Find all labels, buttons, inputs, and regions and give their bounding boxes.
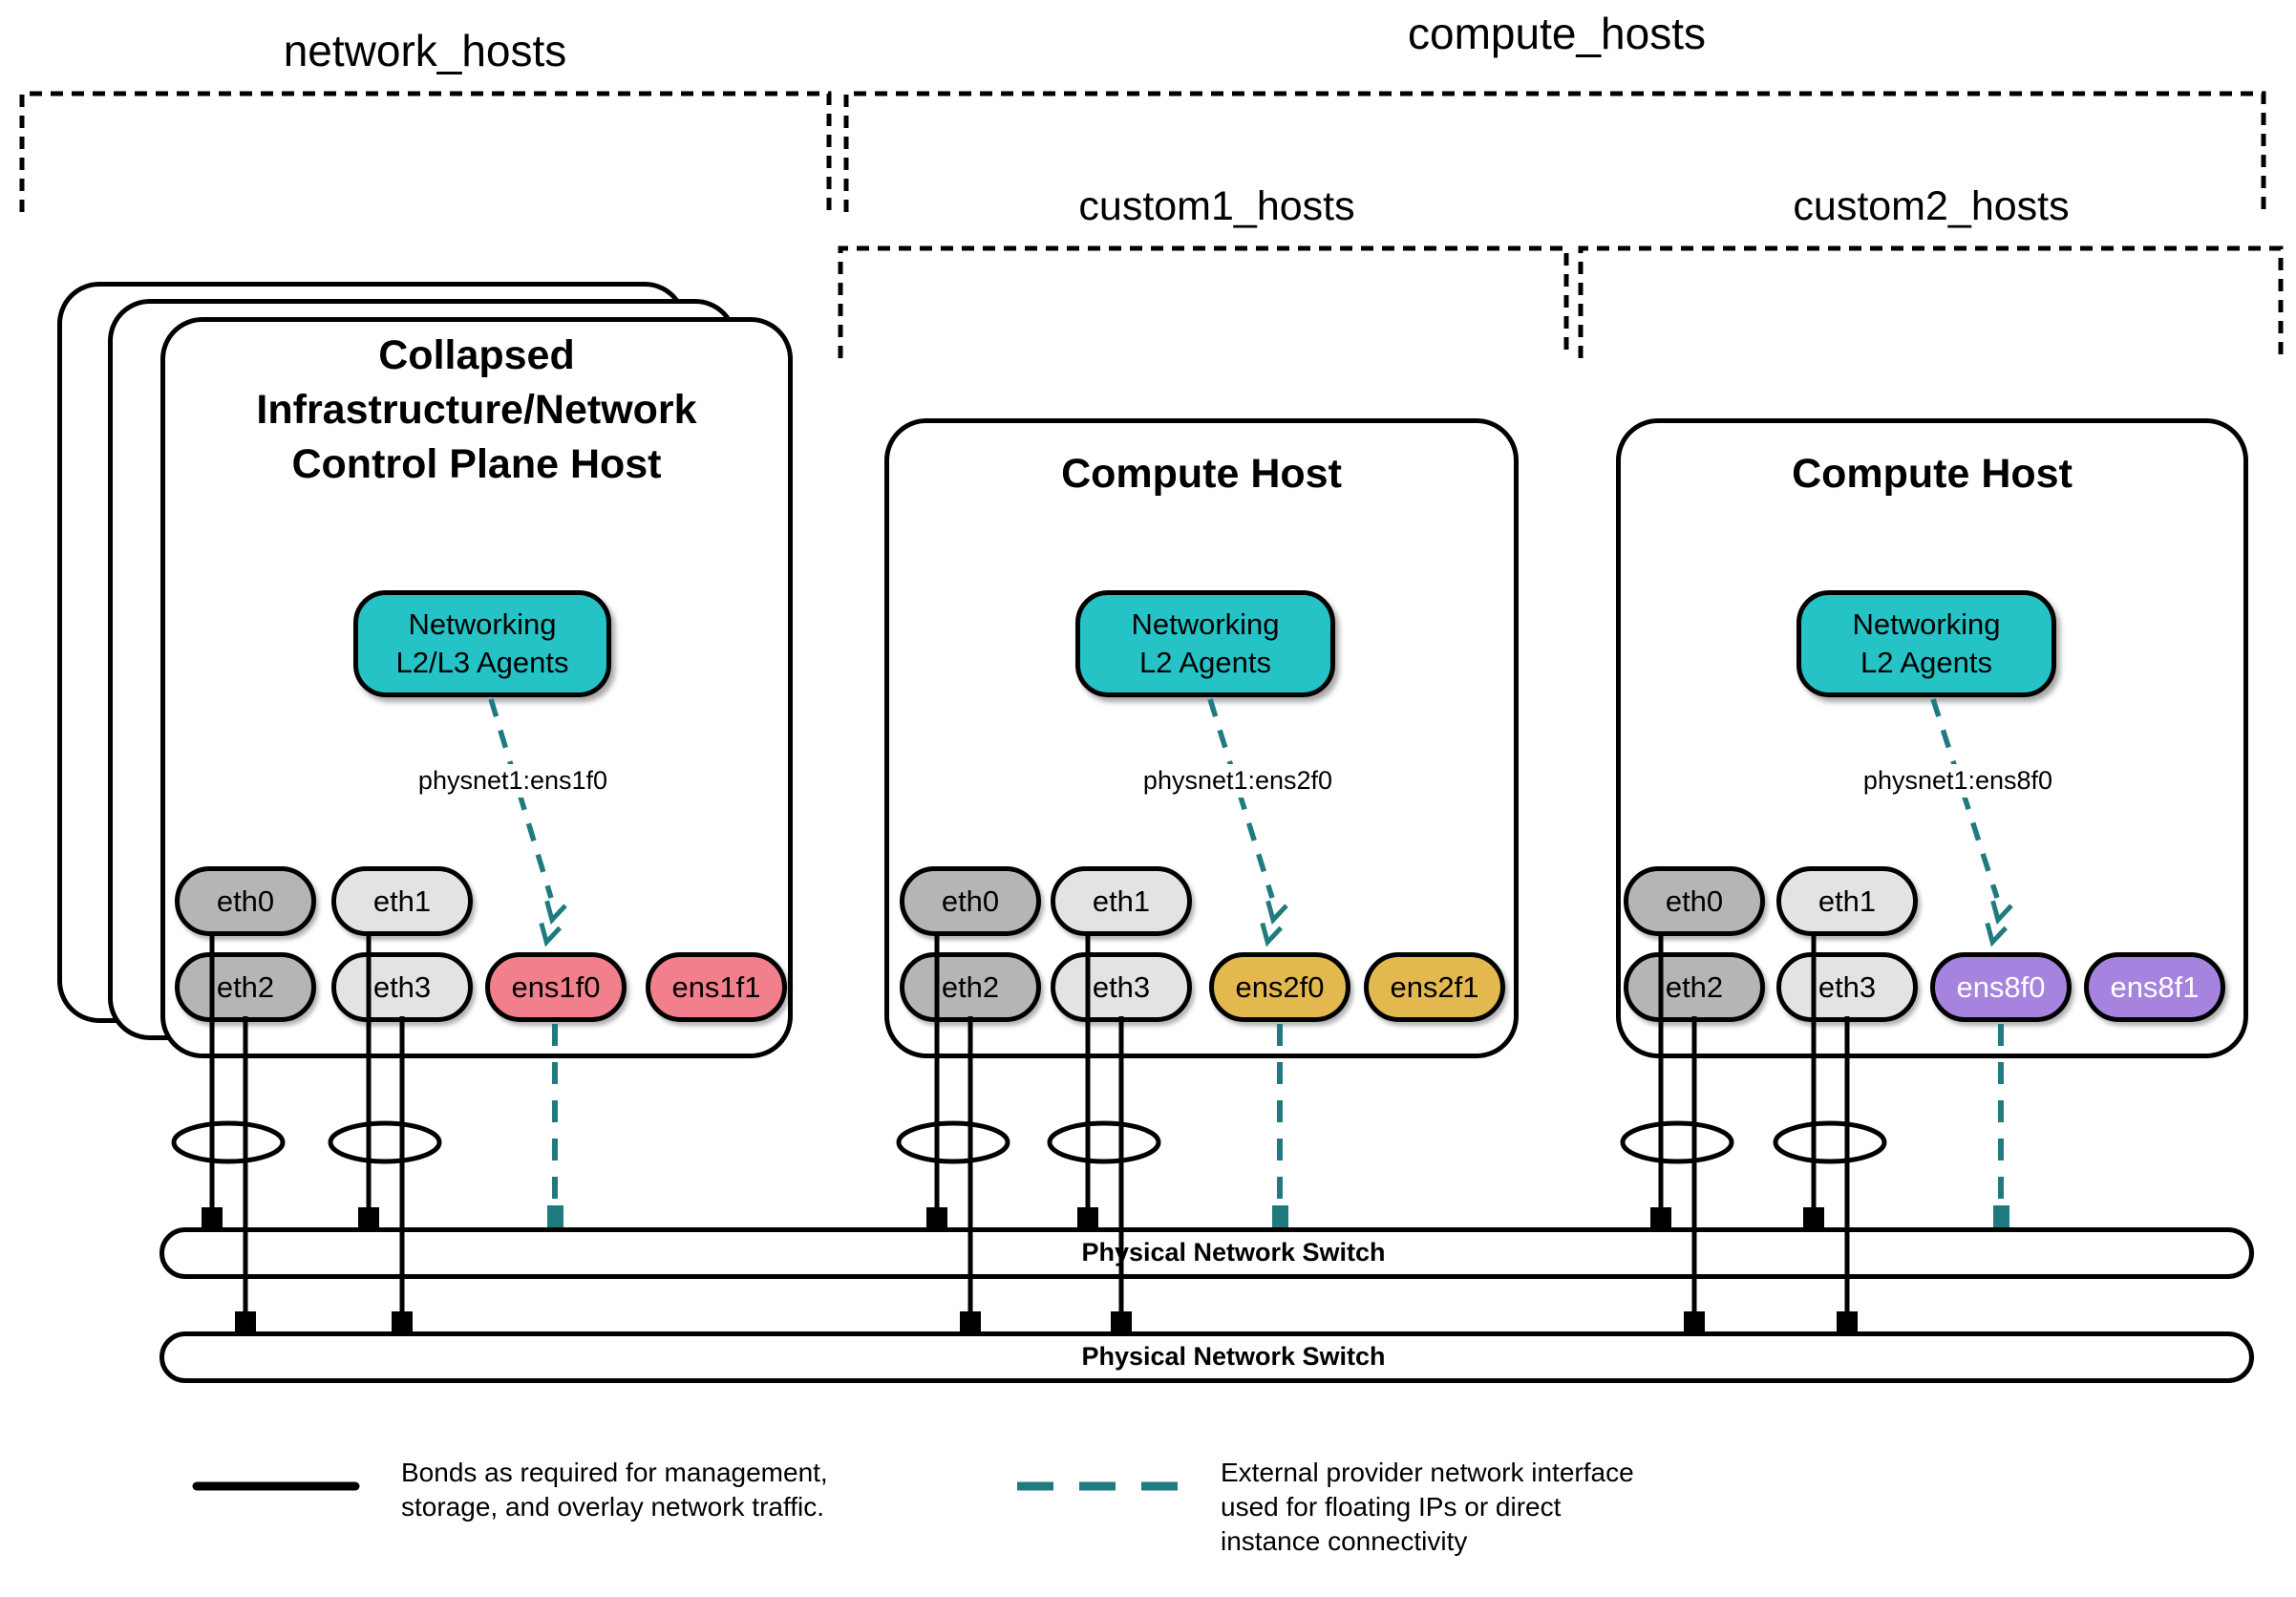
control-host-title-line1: Collapsed	[378, 332, 575, 378]
switch-port-connector	[1077, 1207, 1098, 1227]
bond-ellipse	[1620, 1120, 1734, 1164]
nic-eth0: eth0	[175, 866, 316, 936]
compute-host1-title: Compute Host	[1061, 451, 1342, 497]
agents-label-line1: Networking	[408, 607, 557, 641]
nic-ens2f1: ens2f1	[1364, 952, 1505, 1022]
nic-eth0: eth0	[900, 866, 1041, 936]
nic-eth2: eth2	[900, 952, 1041, 1022]
group-label-compute-hosts: compute_hosts	[1408, 9, 1706, 58]
switch-port-connector	[1111, 1311, 1132, 1331]
switch-port-connector	[235, 1311, 256, 1331]
switch-port-connector	[926, 1207, 947, 1227]
nic-eth1: eth1	[1776, 866, 1918, 936]
switch-port-connector	[1803, 1207, 1824, 1227]
nic-eth3: eth3	[1051, 952, 1192, 1022]
control-host-agents-box: Networking L2/L3 Agents	[353, 590, 611, 697]
compute-host2-agents-box: Networking L2 Agents	[1796, 590, 2056, 697]
bond-ellipse	[328, 1120, 442, 1164]
switch-port-connector-teal	[547, 1205, 563, 1227]
bond-ellipse	[896, 1120, 1010, 1164]
agents-label-line2: L2 Agents	[1139, 646, 1271, 679]
agents-label-line2: L2 Agents	[1860, 646, 1992, 679]
nic-ens1f1: ens1f1	[646, 952, 787, 1022]
group-label-custom2-hosts: custom2_hosts	[1793, 183, 2070, 229]
bond-ellipse	[1047, 1120, 1161, 1164]
switch-port-connector-teal	[1993, 1205, 2009, 1227]
nic-ens1f0: ens1f0	[485, 952, 627, 1022]
custom2-hosts-bracket	[1578, 245, 2284, 358]
nic-ens8f0: ens8f0	[1930, 952, 2072, 1022]
nic-ens8f1: ens8f1	[2084, 952, 2225, 1022]
switch-label: Physical Network Switch	[1081, 1341, 1386, 1371]
custom1-hosts-bracket	[838, 245, 1569, 358]
agents-label-line1: Networking	[1131, 607, 1280, 641]
physnet-label: physnet1:ens1f0	[408, 764, 618, 798]
switch-port-connector	[1837, 1311, 1858, 1331]
nic-eth0: eth0	[1624, 866, 1765, 936]
nic-eth1: eth1	[1051, 866, 1192, 936]
switch-port-connector	[392, 1311, 413, 1331]
nic-ens2f0: ens2f0	[1209, 952, 1350, 1022]
physnet-label: physnet1:ens2f0	[1133, 764, 1343, 798]
legend-bond-text-line2: storage, and overlay network traffic.	[401, 1492, 825, 1522]
group-label-custom1-hosts: custom1_hosts	[1078, 183, 1355, 229]
legend-bond-text-line1: Bonds as required for management,	[401, 1458, 828, 1487]
switch-port-connector	[960, 1311, 981, 1331]
legend-provider-text: External provider network interface used…	[1221, 1456, 1634, 1559]
switch-label: Physical Network Switch	[1081, 1237, 1386, 1267]
physical-network-switch-2: Physical Network Switch	[159, 1331, 2254, 1383]
compute-host1-agents-box: Networking L2 Agents	[1075, 590, 1335, 697]
control-host-title-line2: Infrastructure/Network	[256, 387, 697, 433]
group-label-network-hosts: network_hosts	[283, 26, 567, 75]
network-hosts-bracket	[19, 91, 832, 212]
agents-label-line2: L2/L3 Agents	[395, 646, 569, 679]
nic-eth3: eth3	[1776, 952, 1918, 1022]
compute-host1-box	[884, 418, 1519, 1058]
physnet-label: physnet1:ens8f0	[1853, 764, 2063, 798]
agents-label-line1: Networking	[1852, 607, 2001, 641]
legend-provider-text-line3: instance connectivity	[1221, 1526, 1468, 1556]
physical-network-switch-1: Physical Network Switch	[159, 1227, 2254, 1279]
switch-port-connector	[1650, 1207, 1671, 1227]
bond-ellipse	[171, 1120, 286, 1164]
nic-eth2: eth2	[1624, 952, 1765, 1022]
bond-ellipse	[1773, 1120, 1887, 1164]
legend-provider-text-line1: External provider network interface	[1221, 1458, 1634, 1487]
switch-port-connector	[358, 1207, 379, 1227]
nic-eth2: eth2	[175, 952, 316, 1022]
legend-provider-text-line2: used for floating IPs or direct	[1221, 1492, 1562, 1522]
nic-eth1: eth1	[331, 866, 473, 936]
switch-port-connector	[1684, 1311, 1705, 1331]
control-host-title: Collapsed Infrastructure/Network Control…	[160, 329, 793, 492]
legend-bond-text: Bonds as required for management, storag…	[401, 1456, 828, 1524]
switch-port-connector	[202, 1207, 223, 1227]
control-host-title-line3: Control Plane Host	[291, 441, 662, 487]
nic-eth3: eth3	[331, 952, 473, 1022]
compute-host2-title: Compute Host	[1792, 451, 2073, 497]
switch-port-connector-teal	[1272, 1205, 1288, 1227]
